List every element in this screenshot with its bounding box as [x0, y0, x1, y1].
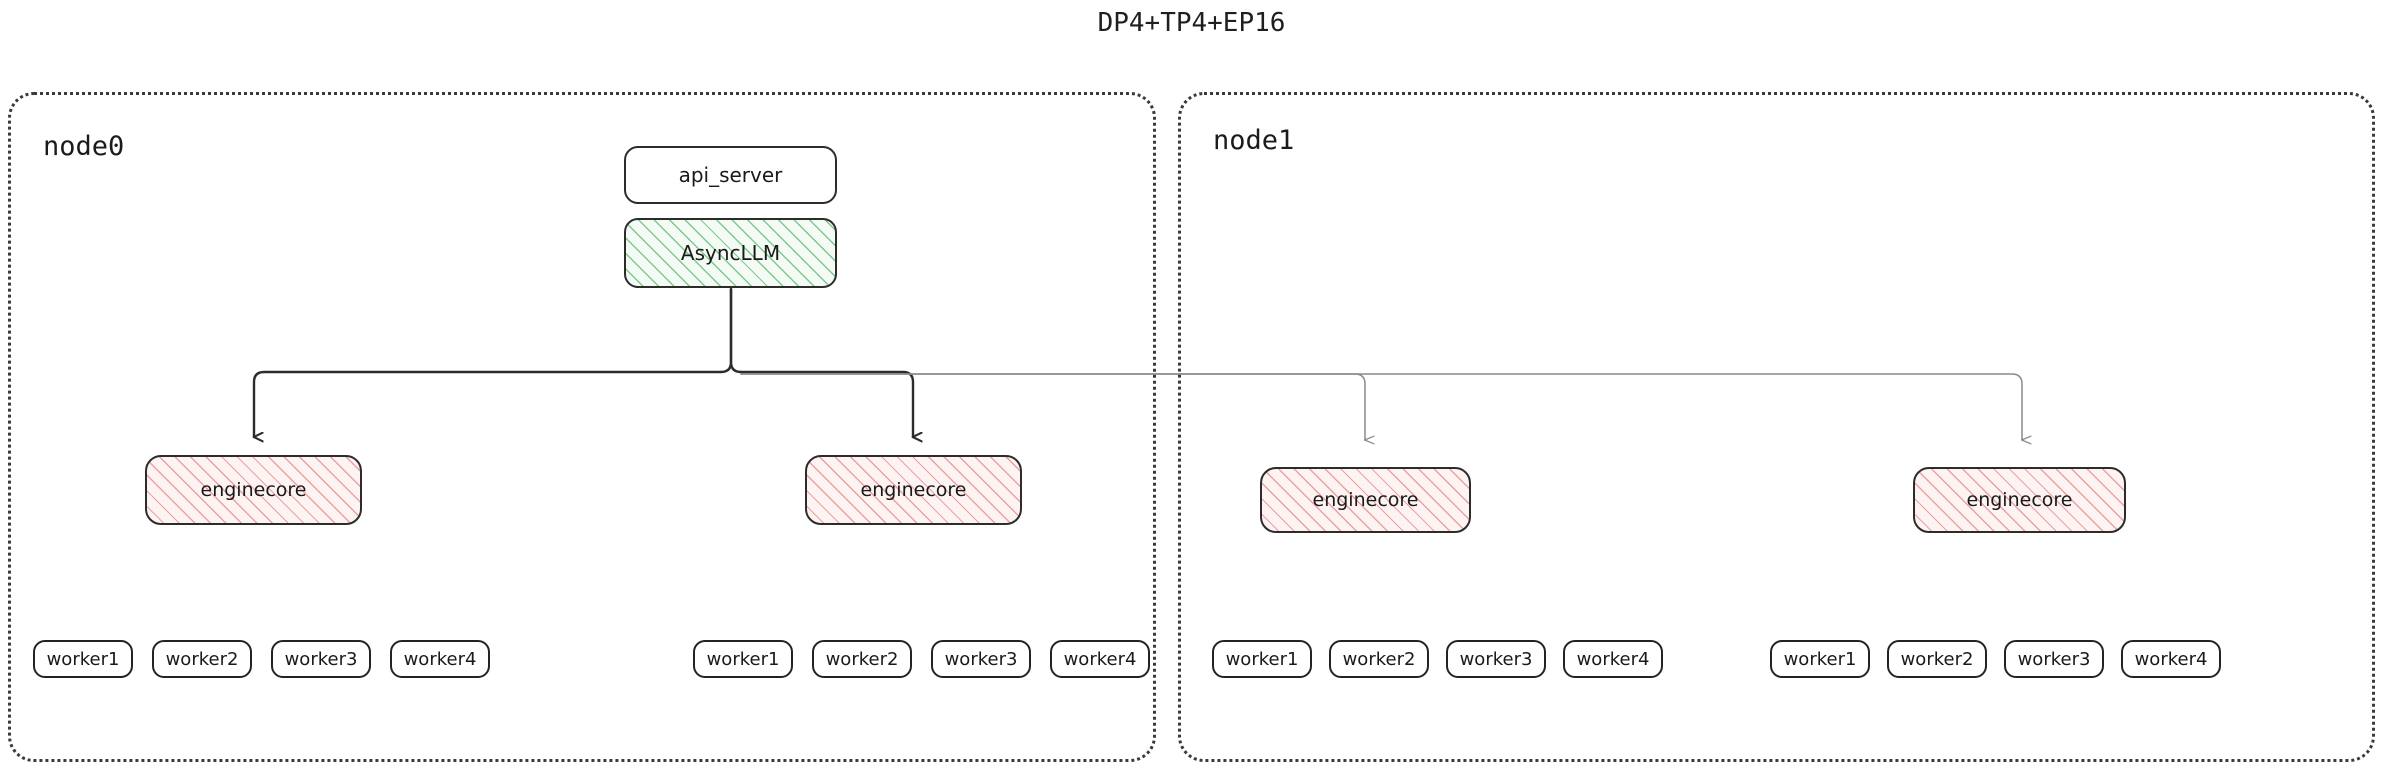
- enginecore-box[interactable]: enginecore: [145, 455, 362, 525]
- worker-box[interactable]: worker1: [693, 640, 793, 678]
- worker-box[interactable]: worker4: [2121, 640, 2221, 678]
- worker-box[interactable]: worker2: [152, 640, 252, 678]
- worker-box[interactable]: worker3: [271, 640, 371, 678]
- worker-box[interactable]: worker2: [1329, 640, 1429, 678]
- enginecore-box[interactable]: enginecore: [805, 455, 1022, 525]
- worker-box[interactable]: worker3: [931, 640, 1031, 678]
- enginecore-box[interactable]: enginecore: [1913, 467, 2126, 533]
- async-llm-box[interactable]: AsyncLLM: [624, 218, 837, 288]
- worker-box[interactable]: worker2: [1887, 640, 1987, 678]
- worker-box[interactable]: worker1: [1212, 640, 1312, 678]
- worker-box[interactable]: worker1: [33, 640, 133, 678]
- enginecore-box[interactable]: enginecore: [1260, 467, 1471, 533]
- worker-box[interactable]: worker3: [2004, 640, 2104, 678]
- worker-box[interactable]: worker3: [1446, 640, 1546, 678]
- worker-box[interactable]: worker2: [812, 640, 912, 678]
- api-server-box[interactable]: api_server: [624, 146, 837, 204]
- worker-box[interactable]: worker4: [1563, 640, 1663, 678]
- worker-box[interactable]: worker1: [1770, 640, 1870, 678]
- page-title: DP4+TP4+EP16: [1097, 8, 1286, 38]
- node-label-node1: node1: [1213, 125, 1295, 156]
- worker-box[interactable]: worker4: [1050, 640, 1150, 678]
- node-label-node0: node0: [43, 131, 125, 162]
- worker-box[interactable]: worker4: [390, 640, 490, 678]
